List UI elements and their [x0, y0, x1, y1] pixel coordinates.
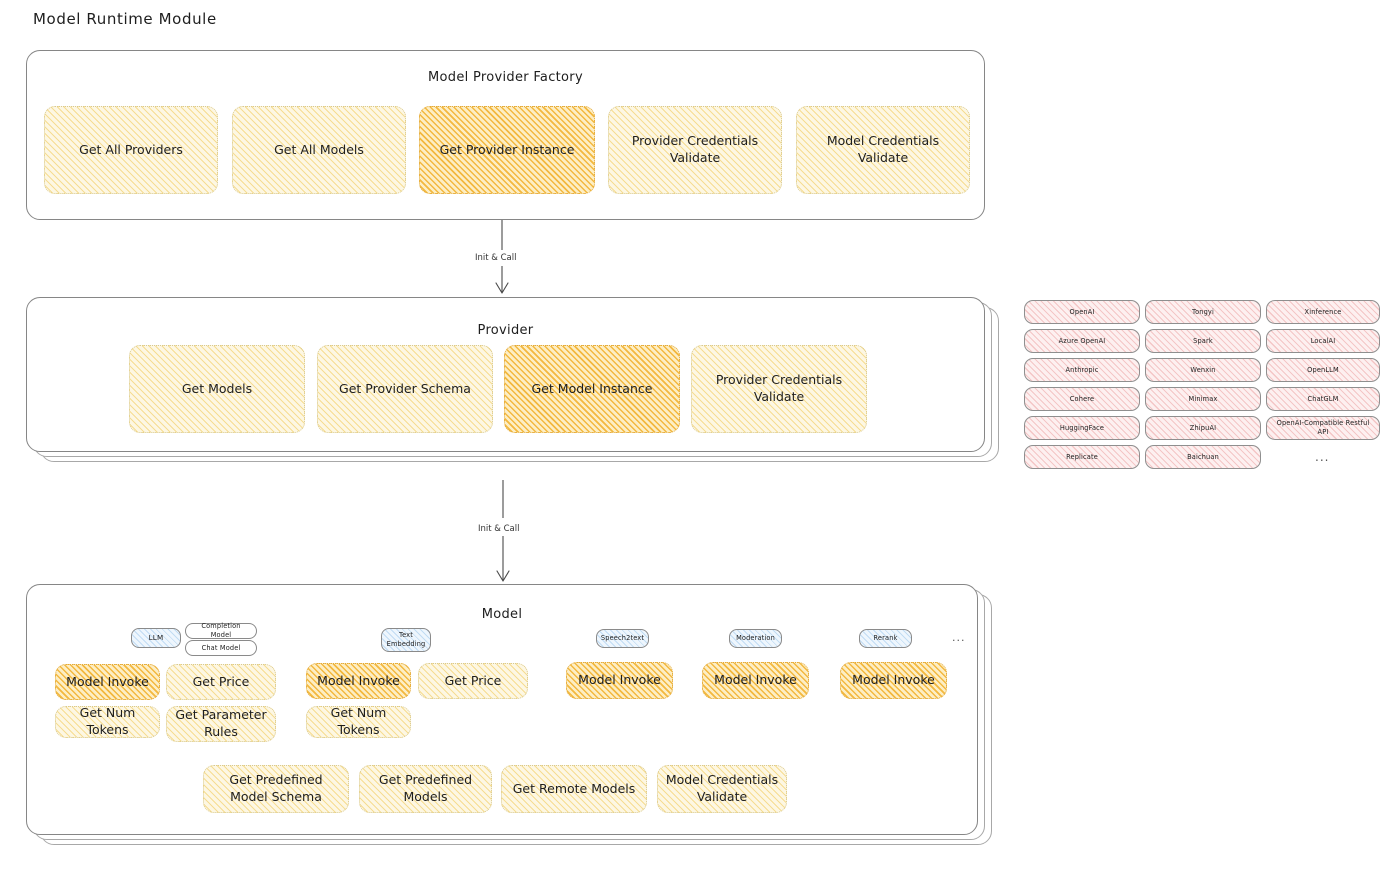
text-embedding-method-get-price[interactable]: Get Price [418, 663, 528, 699]
provider-tag-azure-openai[interactable]: Azure OpenAI [1024, 329, 1140, 353]
model-common-get-predefined-model-schema[interactable]: Get Predefined Model Schema [203, 765, 349, 813]
provider-item-get-models[interactable]: Get Models [129, 345, 305, 433]
llm-method-get-parameter-rules[interactable]: Get Parameter Rules [166, 706, 276, 742]
provider-tag-spark[interactable]: Spark [1145, 329, 1261, 353]
model-type-tab-rerank[interactable]: Rerank [859, 629, 912, 648]
model-type-tab-text-embedding[interactable]: Text Embedding [381, 628, 431, 652]
provider-tag-openai-compatible-restful-api[interactable]: OpenAI-Compatible Restful API [1266, 416, 1380, 440]
model-type-tab-speech2text[interactable]: Speech2text [596, 629, 649, 648]
provider-tag-localai[interactable]: LocalAI [1266, 329, 1380, 353]
factory-item-get-all-providers[interactable]: Get All Providers [44, 106, 218, 194]
speech2text-method-model-invoke[interactable]: Model Invoke [566, 662, 673, 699]
llm-method-get-num-tokens[interactable]: Get Num Tokens [55, 705, 160, 738]
llm-method-get-price[interactable]: Get Price [166, 664, 276, 700]
factory-item-get-provider-instance[interactable]: Get Provider Instance [419, 106, 595, 194]
page-title: Model Runtime Module [33, 10, 217, 28]
provider-tag-baichuan[interactable]: Baichuan [1145, 445, 1261, 469]
provider-tag-tongyi[interactable]: Tongyi [1145, 300, 1261, 324]
model-title: Model [481, 607, 523, 622]
model-subtype-chat-model[interactable]: Chat Model [185, 640, 257, 656]
provider-tag-anthropic[interactable]: Anthropic [1024, 358, 1140, 382]
rerank-method-model-invoke[interactable]: Model Invoke [840, 662, 947, 699]
provider-list: OpenAI Azure OpenAI Anthropic Cohere Hug… [1024, 300, 1380, 475]
provider-item-provider-credentials-validate[interactable]: Provider Credentials Validate [691, 345, 867, 433]
text-embedding-method-model-invoke[interactable]: Model Invoke [306, 663, 411, 699]
provider-tag-wenxin[interactable]: Wenxin [1145, 358, 1261, 382]
model-types-ellipsis: ... [952, 631, 966, 644]
model-type-tab-moderation[interactable]: Moderation [729, 629, 782, 648]
arrow-label-init-call-1: Init & Call [475, 253, 517, 263]
provider-tag-openllm[interactable]: OpenLLM [1266, 358, 1380, 382]
arrow-factory-to-provider [495, 220, 509, 294]
provider-tag-xinference[interactable]: Xinference [1266, 300, 1380, 324]
model-common-model-credentials-validate[interactable]: Model Credentials Validate [657, 765, 787, 813]
arrow-label-init-call-2: Init & Call [478, 524, 520, 534]
provider-tag-zhipuai[interactable]: ZhipuAI [1145, 416, 1261, 440]
provider-item-get-provider-schema[interactable]: Get Provider Schema [317, 345, 493, 433]
arrow-provider-to-model [496, 480, 510, 582]
provider-tag-openai[interactable]: OpenAI [1024, 300, 1140, 324]
factory-item-model-credentials-validate[interactable]: Model Credentials Validate [796, 106, 970, 194]
moderation-method-model-invoke[interactable]: Model Invoke [702, 662, 809, 699]
model-provider-factory-title: Model Provider Factory [428, 70, 583, 85]
model-common-get-predefined-models[interactable]: Get Predefined Models [359, 765, 492, 813]
model-common-get-remote-models[interactable]: Get Remote Models [501, 765, 647, 813]
llm-method-model-invoke[interactable]: Model Invoke [55, 664, 160, 700]
provider-tag-minimax[interactable]: Minimax [1145, 387, 1261, 411]
provider-item-get-model-instance[interactable]: Get Model Instance [504, 345, 680, 433]
provider-tag-replicate[interactable]: Replicate [1024, 445, 1140, 469]
factory-item-provider-credentials-validate[interactable]: Provider Credentials Validate [608, 106, 782, 194]
model-subtype-completion-model[interactable]: Completion Model [185, 622, 257, 639]
provider-tag-cohere[interactable]: Cohere [1024, 387, 1140, 411]
provider-title: Provider [477, 323, 534, 338]
factory-item-get-all-models[interactable]: Get All Models [232, 106, 406, 194]
text-embedding-method-get-num-tokens[interactable]: Get Num Tokens [306, 705, 411, 738]
model-type-tab-llm[interactable]: LLM [131, 628, 181, 648]
provider-tag-huggingface[interactable]: HuggingFace [1024, 416, 1140, 440]
provider-tag-chatglm[interactable]: ChatGLM [1266, 387, 1380, 411]
provider-list-ellipsis: ... [1315, 450, 1330, 464]
